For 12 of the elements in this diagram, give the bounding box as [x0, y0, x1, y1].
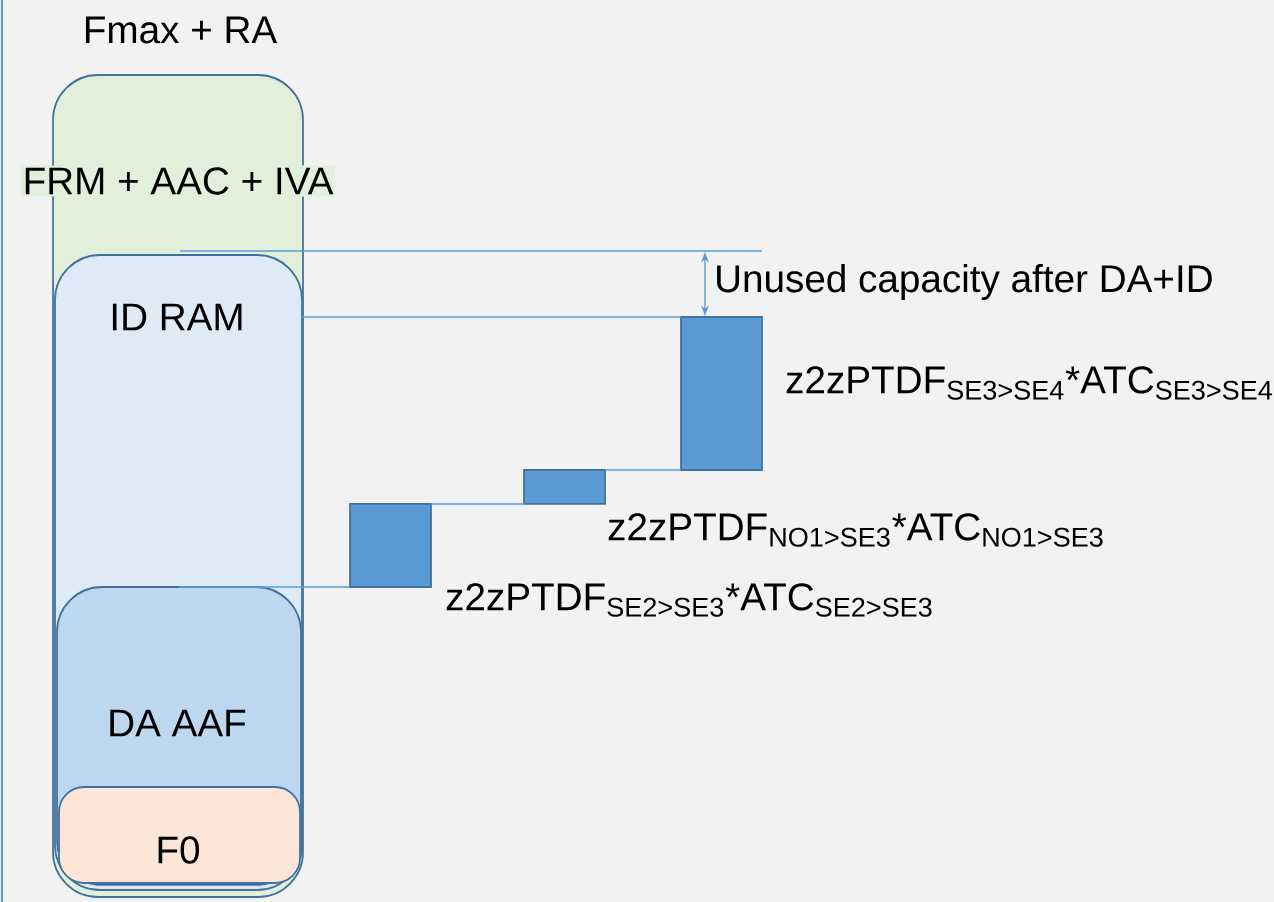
box-label: FRM + AAC + IVA — [20, 165, 336, 197]
connector-line — [430, 503, 525, 505]
connector-line — [604, 469, 682, 471]
formula-label: z2zPTDF$_{SE3>SE4}$*ATC$_{SE3>SE4}$ — [786, 366, 1272, 400]
box-label: ID RAM — [107, 301, 247, 333]
dimension-label: Unused capacity after DA+ID — [717, 263, 1212, 300]
formula-label: z2zPTDF$_{NO1>SE3}$*ATC$_{NO1>SE3}$ — [608, 513, 1103, 547]
connector-line — [178, 586, 351, 588]
box-label: DA AAF — [105, 707, 249, 739]
formula-label: z2zPTDF$_{SE2>SE3}$*ATC$_{SE2>SE3}$ — [446, 583, 932, 617]
heading: Fmax + RA — [85, 16, 278, 44]
connector-line — [301, 316, 682, 318]
